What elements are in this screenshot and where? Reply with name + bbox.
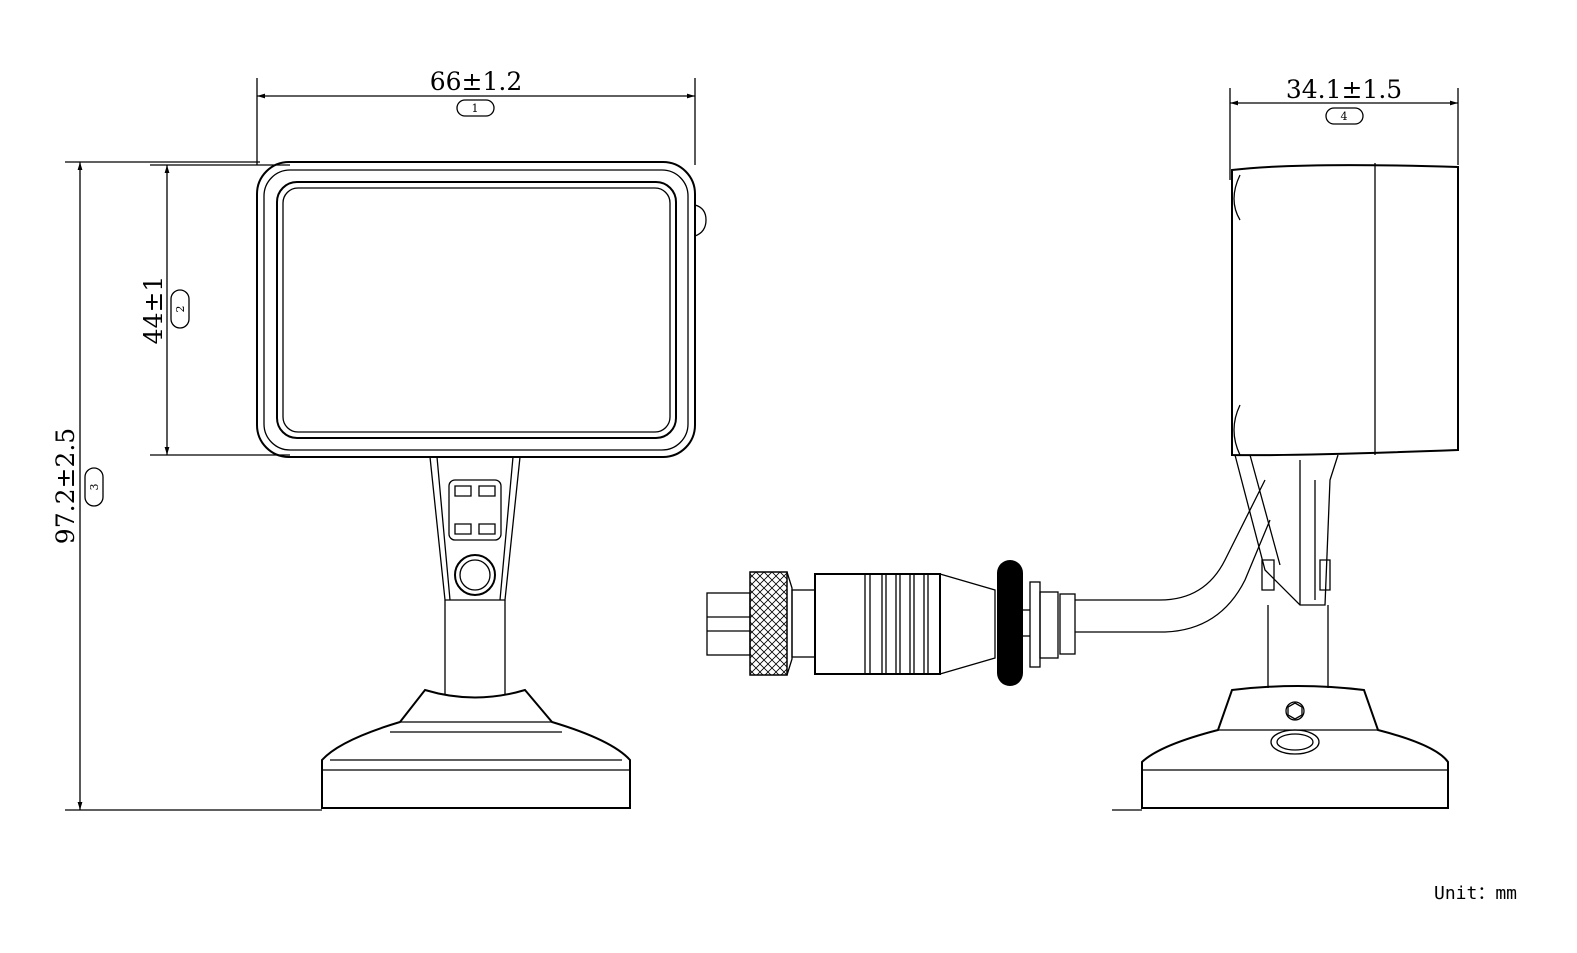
screen-height-dimension: 44±1 2 — [139, 164, 290, 456]
total-height-text: 97.2±2.5 — [51, 428, 80, 544]
depth-dimension: 34.1±1.5 4 — [1229, 75, 1459, 180]
balloon-2: 2 — [174, 306, 187, 313]
balloon-3: 3 — [88, 484, 101, 491]
screen-height-text: 44±1 — [139, 276, 168, 345]
depth-dimension-text: 34.1±1.5 — [1286, 75, 1402, 104]
balloon-1: 1 — [472, 102, 479, 115]
width-dimension: 66±1.2 1 — [256, 67, 696, 165]
balloon-4: 4 — [1341, 110, 1348, 123]
total-height-dimension: 97.2±2.5 3 — [51, 161, 322, 811]
width-dimension-text: 66±1.2 — [430, 67, 523, 96]
unit-label: Unit：mm — [1434, 883, 1517, 904]
connector — [706, 560, 1076, 686]
side-view — [1075, 163, 1459, 811]
front-view — [256, 161, 707, 809]
